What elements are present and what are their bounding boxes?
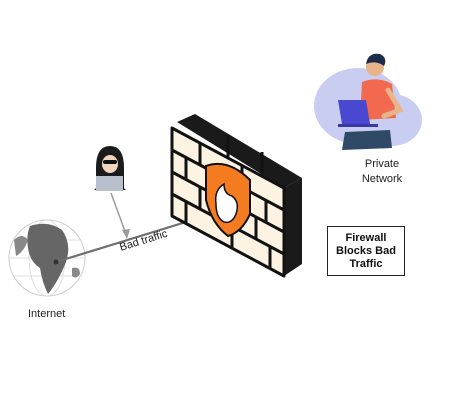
- firewall-caption-box: Firewall Blocks Bad Traffic: [327, 226, 405, 276]
- firewall-caption-text: Firewall Blocks Bad Traffic: [336, 231, 396, 270]
- globe-icon: [8, 219, 86, 297]
- laptop-user-icon: [314, 53, 422, 150]
- internet-label: Internet: [28, 308, 66, 320]
- private-network-label: Private Network: [361, 158, 403, 185]
- shield-flame-icon: [205, 162, 251, 238]
- hacker-arrow: [110, 192, 130, 239]
- hacker-icon: [94, 146, 126, 191]
